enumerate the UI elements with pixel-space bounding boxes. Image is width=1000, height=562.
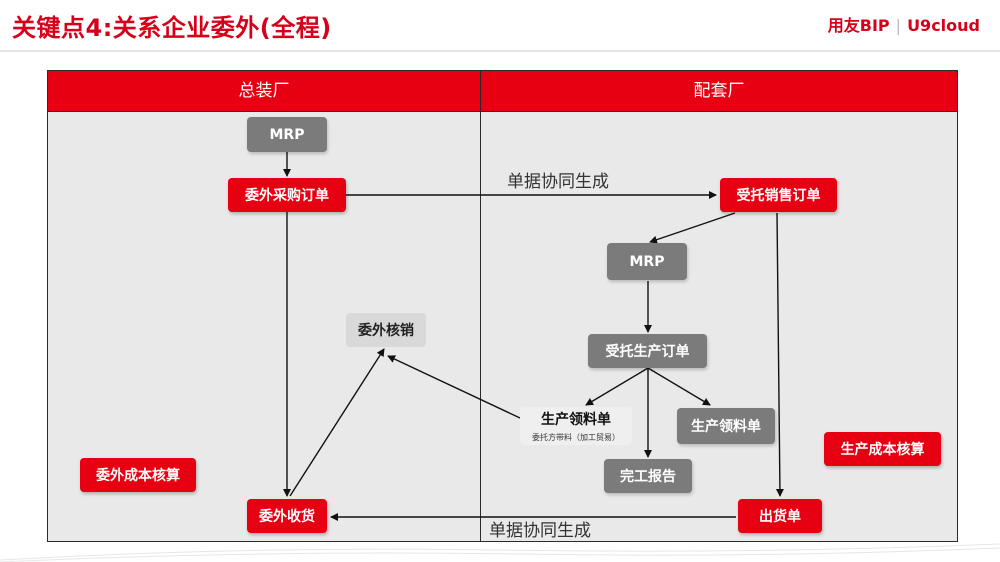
arrow-issue-to-writeoff — [387, 355, 521, 419]
diagram-frame — [47, 70, 958, 542]
node-mrp-supplier: MRP — [607, 243, 687, 280]
node-shipment-order: 出货单 — [738, 499, 822, 533]
brand-logo: 用友BIP | U9cloud — [828, 12, 980, 36]
arrow-so-to-mrp — [649, 212, 736, 244]
arrow-receipt-to-writeoff — [289, 348, 385, 497]
node-outsource-receipt: 委外收货 — [247, 499, 327, 533]
node-material-issue-consigned-label: 生产领料单 — [541, 412, 611, 428]
node-consigned-production-order: 受托生产订单 — [588, 334, 707, 368]
page-title: 关键点4:关系企业委外(全程) — [12, 14, 332, 42]
title-underline — [0, 50, 1000, 52]
node-outsource-writeoff: 委外核销 — [346, 313, 426, 347]
label-sync-bottom: 单据协同生成 — [489, 521, 591, 541]
column-divider — [480, 71, 481, 541]
brand-u9cloud: U9cloud — [907, 16, 980, 35]
arrow-mo-to-issue-consigned — [585, 367, 649, 406]
header-divider — [48, 111, 957, 112]
node-outsource-purchase-order: 委外采购订单 — [228, 178, 346, 212]
node-consigned-sales-order: 受托销售订单 — [720, 178, 837, 212]
node-outsource-cost-accounting: 委外成本核算 — [80, 458, 196, 492]
arrow-mo-to-issue-own — [647, 367, 711, 406]
node-production-cost-accounting: 生产成本核算 — [824, 432, 941, 466]
node-mrp-assembly: MRP — [247, 117, 327, 152]
column-header-assembly-plant: 总装厂 — [48, 71, 480, 111]
arrow-so-to-shipment — [775, 212, 784, 497]
node-completion-report: 完工报告 — [604, 459, 692, 493]
node-material-issue: 生产领料单 — [677, 408, 775, 444]
node-material-issue-consigned: 生产领料单 委托方带料（加工贸易） — [520, 407, 632, 445]
node-material-issue-consigned-note: 委托方带料（加工贸易） — [532, 433, 620, 442]
column-header-supplier-plant: 配套厂 — [481, 71, 957, 111]
label-sync-top: 单据协同生成 — [507, 172, 609, 192]
decorative-background-arcs — [0, 543, 1000, 562]
brand-separator: | — [895, 16, 902, 35]
brand-bip: 用友BIP — [827, 16, 890, 35]
